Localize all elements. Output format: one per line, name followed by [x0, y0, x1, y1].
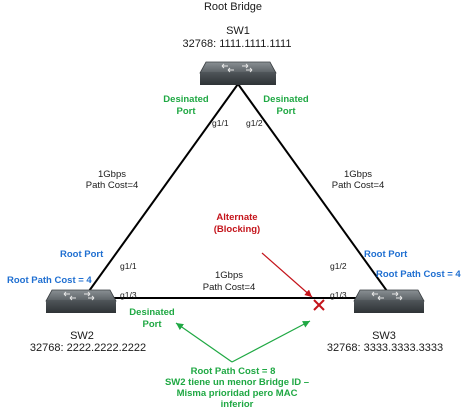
sw3-root-port: Root Port — [364, 249, 408, 260]
sw2-desig-line2: Port — [142, 319, 162, 330]
note-line1: Root Path Cost = 8 — [190, 366, 276, 377]
sw1-bridge-id: 32768: 1111.1111.1111 — [182, 38, 292, 50]
sw1-right-desig-line2: Port — [276, 106, 296, 117]
note-line4: inferior — [220, 399, 254, 410]
alternate-arrow — [261, 252, 313, 298]
sw2-name: SW2 — [70, 330, 94, 342]
switch-sw3-icon — [353, 289, 425, 313]
switch-sw2-icon — [45, 289, 117, 313]
sw1-left-desig-line2: Port — [176, 106, 196, 117]
sw3-port-g1-3: g1/3 — [330, 290, 347, 300]
sw3-port-g1-2: g1/2 — [330, 261, 347, 271]
right-link-cost: Path Cost=4 — [331, 180, 385, 191]
alternate-label-line1: Alternate — [216, 212, 258, 223]
root-bridge-label: Root Bridge — [203, 1, 263, 13]
sw1-left-desig-line1: Desinated — [163, 94, 209, 105]
blocking-x-icon — [313, 299, 325, 311]
sw2-desig-line1: Desinated — [129, 307, 175, 318]
note-line2: SW2 tiene un menor Bridge ID – — [164, 377, 310, 388]
sw1-port-g1-1: g1/1 — [212, 118, 229, 128]
sw1-port-g1-2: g1/2 — [246, 118, 263, 128]
left-link-speed: 1Gbps — [98, 169, 126, 180]
alternate-label-line2: (Blocking) — [213, 224, 261, 235]
bottom-link-cost: Path Cost=4 — [202, 282, 256, 293]
link-sw1-sw2 — [83, 83, 239, 299]
sw2-port-g1-1: g1/1 — [120, 261, 137, 271]
sw2-port-g1-3: g1/3 — [120, 290, 137, 300]
link-sw1-sw3 — [237, 83, 393, 299]
sw1-name: SW1 — [226, 25, 250, 37]
note-arrow-right — [231, 320, 311, 363]
sw3-name: SW3 — [372, 330, 396, 342]
sw2-bridge-id: 32768: 2222.2222.2222 — [29, 342, 147, 354]
switch-sw1-icon — [199, 61, 277, 85]
sw3-root-path-cost: Root Path Cost = 4 — [376, 269, 461, 280]
sw2-root-path-cost: Root Path Cost = 4 — [7, 275, 92, 286]
left-link-cost: Path Cost=4 — [85, 180, 139, 191]
right-link-speed: 1Gbps — [344, 169, 372, 180]
sw3-bridge-id: 32768: 3333.3333.3333 — [326, 342, 444, 354]
note-line3: Misma prioridad pero MAC — [176, 388, 298, 399]
sw2-root-port: Root Port — [60, 249, 104, 260]
bottom-link-speed: 1Gbps — [215, 270, 243, 281]
sw1-right-desig-line1: Desinated — [263, 94, 309, 105]
note-arrow-left — [175, 322, 233, 363]
